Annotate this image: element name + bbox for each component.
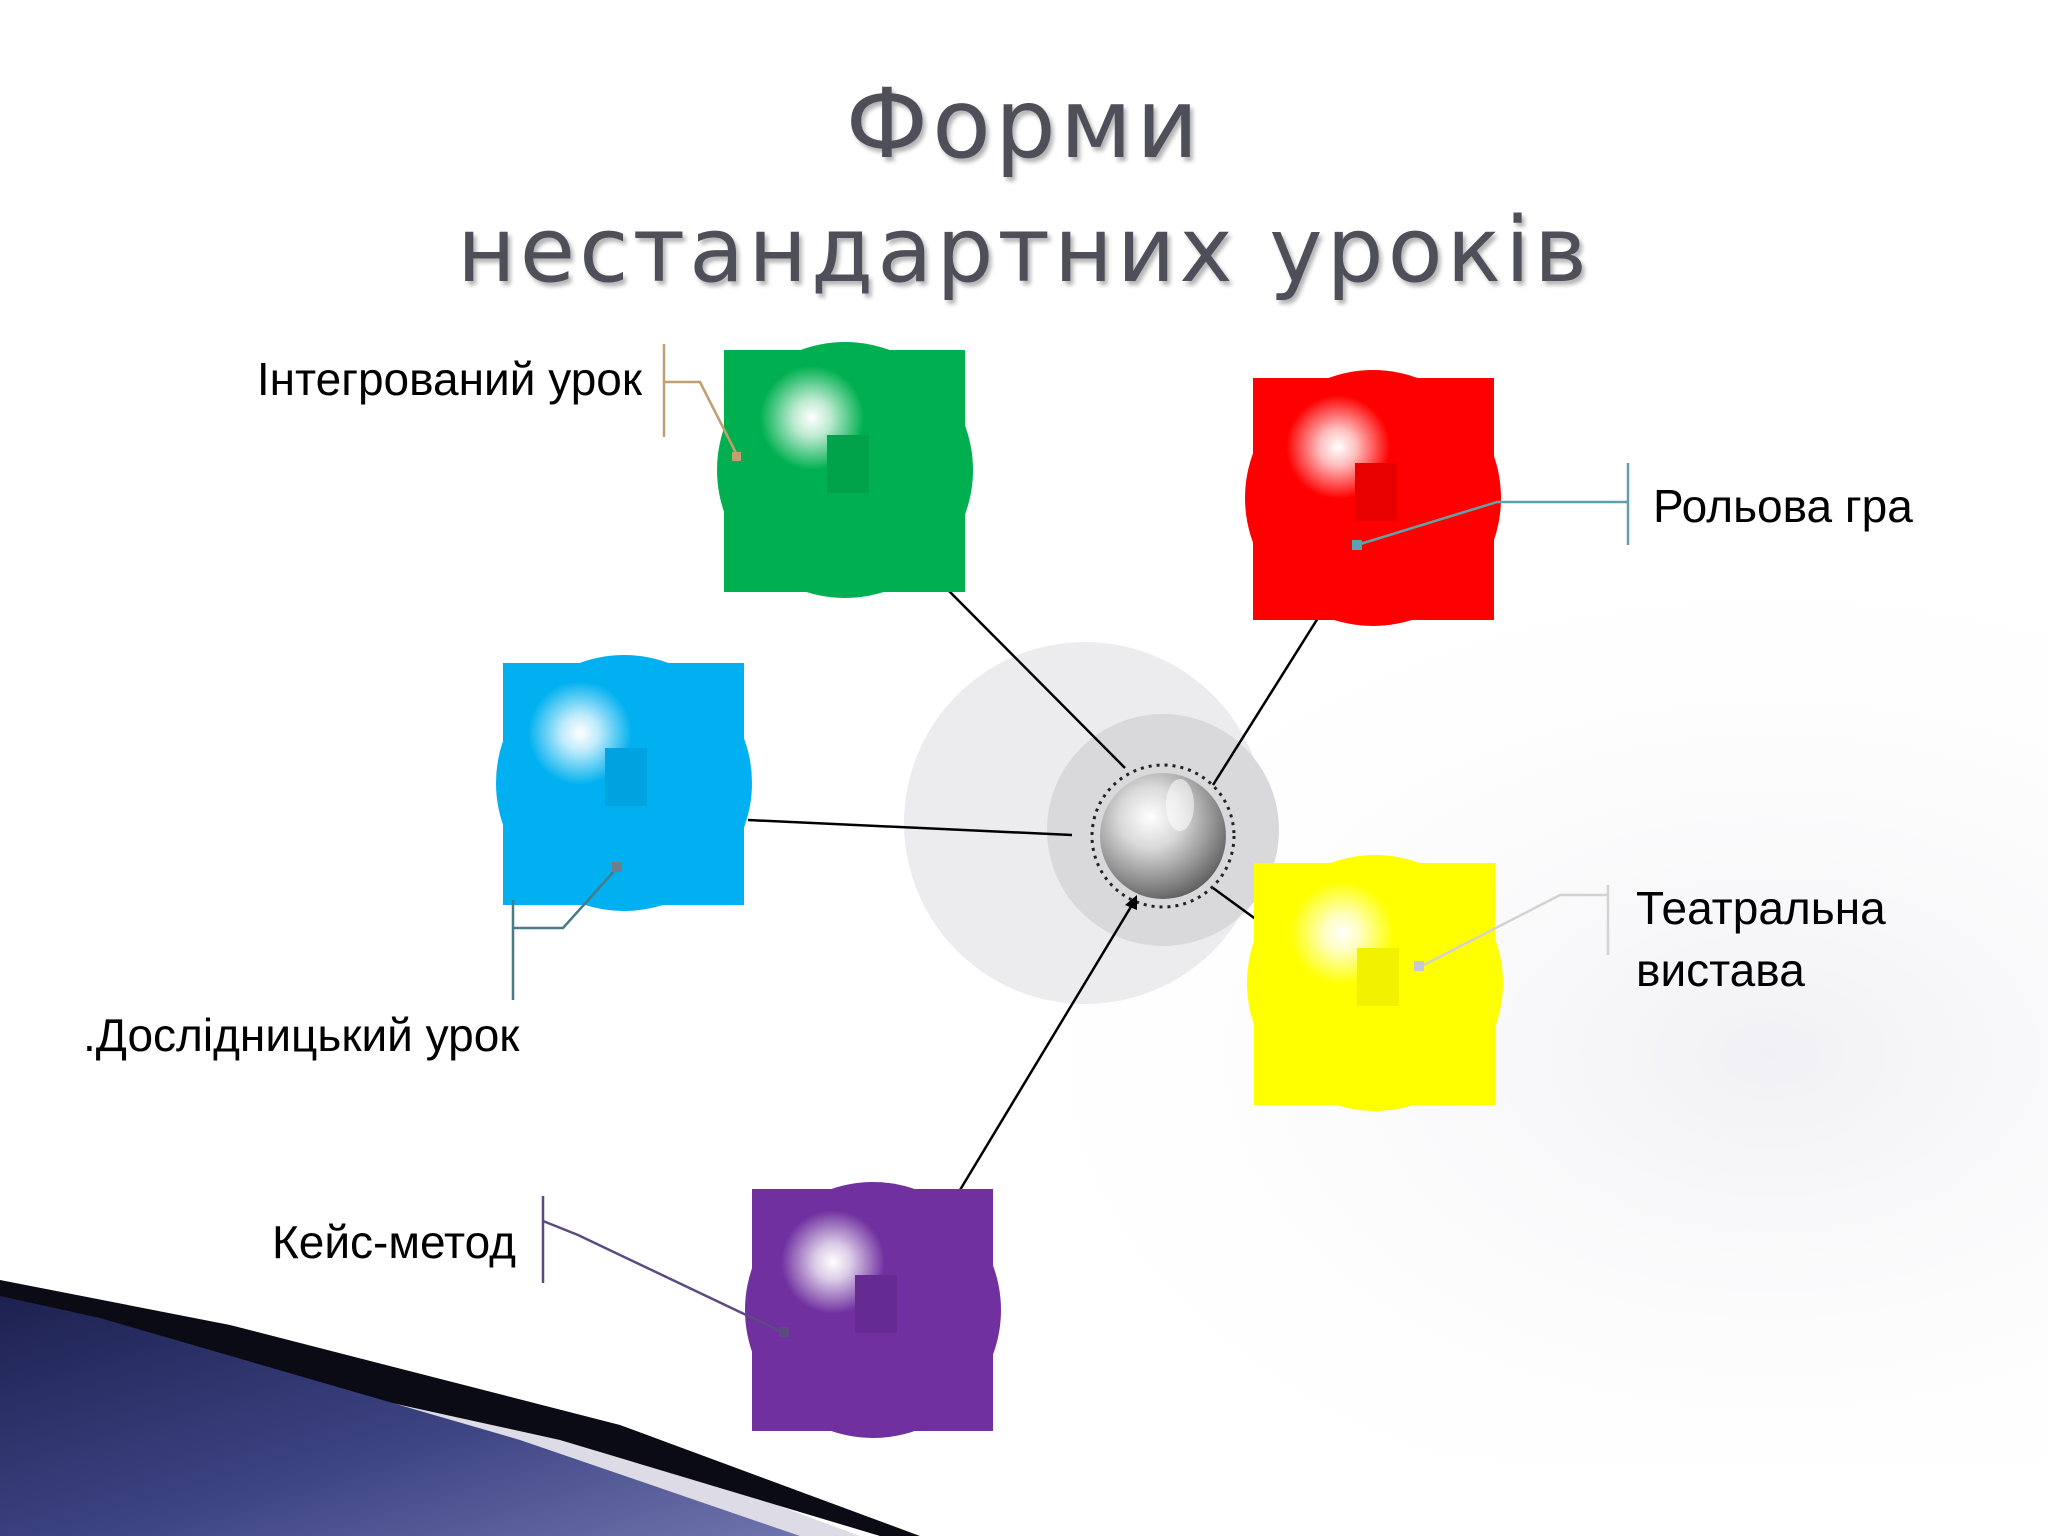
- node-purple-notch: [855, 1275, 897, 1333]
- node-green-notch: [827, 435, 869, 493]
- label-research-lesson: .Дослідницький урок: [83, 1009, 520, 1061]
- callout-research: [511, 862, 622, 1000]
- node-green: [717, 342, 973, 598]
- label-role-play: Рольова гра: [1653, 480, 1913, 532]
- node-red-notch: [1355, 463, 1397, 521]
- callout-role-play: [1352, 463, 1630, 550]
- hub-arrowhead: [1125, 895, 1137, 910]
- page-title-line-2: нестандартних уроків: [456, 198, 1592, 303]
- hub-dotted-ring: [1090, 763, 1236, 909]
- node-yellow-notch: [1357, 948, 1399, 1006]
- callout-integrated: [662, 344, 741, 461]
- label-theater-line-2: вистава: [1636, 944, 1805, 996]
- connector-purple: [958, 904, 1134, 1191]
- node-purple: [745, 1182, 1001, 1438]
- corner-navy-wedge: [0, 1296, 800, 1536]
- connector-yellow: [1212, 886, 1258, 922]
- callout-case-method: [541, 1196, 789, 1337]
- connector-green: [947, 589, 1126, 769]
- node-blue-notch: [605, 748, 647, 806]
- callout-theater: [1414, 885, 1610, 971]
- hub-sphere-highlight: [1166, 779, 1194, 831]
- page-title-line-1: Форми: [845, 68, 1203, 180]
- corner-dark-stripe: [0, 1280, 920, 1536]
- node-blue: [496, 655, 752, 911]
- label-case-method: Кейс-метод: [271, 1216, 516, 1268]
- connector-red: [1211, 617, 1320, 786]
- node-yellow: [1247, 855, 1503, 1111]
- hub-sphere: [1100, 773, 1226, 899]
- node-red: [1245, 370, 1501, 626]
- connector-blue: [747, 818, 1073, 837]
- label-theater-line-1: Театральна: [1636, 882, 1886, 934]
- label-integrated-lesson: Інтегрований урок: [256, 353, 642, 405]
